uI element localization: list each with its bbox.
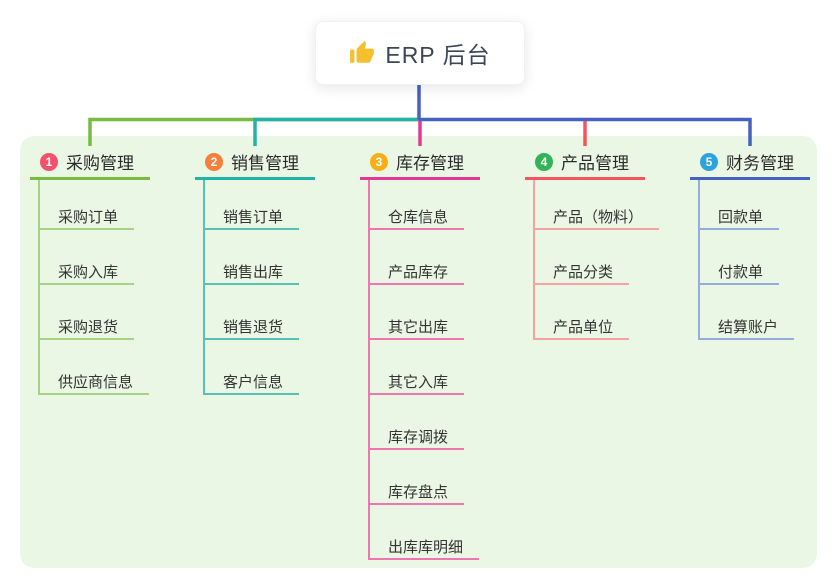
child-node[interactable]: 采购订单 (38, 204, 135, 230)
branch-header[interactable]: 1 采购管理 (30, 146, 150, 180)
child-label: 库存盘点 (388, 483, 449, 501)
child-label: 客户信息 (223, 373, 284, 391)
branch-header[interactable]: 5 财务管理 (690, 146, 810, 180)
branch-trunk-line (698, 180, 700, 340)
branch-label: 产品管理 (561, 154, 629, 173)
branch-trunk-line (533, 180, 535, 340)
child-node[interactable]: 付款单 (698, 259, 780, 285)
child-label: 产品单位 (553, 318, 614, 336)
child-node[interactable]: 库存盘点 (368, 479, 465, 505)
branch-header[interactable]: 3 库存管理 (360, 146, 480, 180)
branch-number-badge: 2 (205, 152, 223, 171)
child-label: 仓库信息 (388, 208, 449, 226)
child-node[interactable]: 出库库明细 (368, 534, 480, 560)
branch-number-badge: 4 (535, 152, 553, 171)
child-node[interactable]: 产品单位 (533, 314, 630, 340)
branch-label: 财务管理 (726, 154, 794, 173)
child-node[interactable]: 产品分类 (533, 259, 630, 285)
child-node[interactable]: 客户信息 (203, 369, 300, 395)
child-node[interactable]: 销售出库 (203, 259, 300, 285)
child-label: 采购订单 (58, 208, 119, 226)
child-label: 其它入库 (388, 373, 449, 391)
branch-number-badge: 1 (40, 152, 58, 171)
child-node[interactable]: 库存调拨 (368, 424, 465, 450)
branch-label: 采购管理 (66, 154, 134, 173)
branch-number-badge: 5 (700, 152, 718, 171)
child-label: 产品分类 (553, 263, 614, 281)
child-label: 销售退货 (223, 318, 284, 336)
child-label: 供应商信息 (58, 373, 134, 391)
child-label: 结算账户 (718, 318, 779, 336)
child-node[interactable]: 采购入库 (38, 259, 135, 285)
child-label: 采购入库 (58, 263, 119, 281)
child-label: 采购退货 (58, 318, 119, 336)
child-node[interactable]: 销售订单 (203, 204, 300, 230)
child-label: 销售订单 (223, 208, 284, 226)
child-node[interactable]: 采购退货 (38, 314, 135, 340)
child-node[interactable]: 回款单 (698, 204, 780, 230)
child-label: 付款单 (718, 263, 764, 281)
branch-header[interactable]: 4 产品管理 (525, 146, 645, 180)
branches-panel (20, 136, 817, 568)
branch-number-badge: 3 (370, 152, 388, 171)
child-node[interactable]: 产品库存 (368, 259, 465, 285)
child-label: 出库库明细 (388, 538, 464, 556)
child-node[interactable]: 仓库信息 (368, 204, 465, 230)
branch-label: 销售管理 (231, 154, 299, 173)
root-label: ERP 后台 (385, 42, 491, 68)
child-node[interactable]: 其它出库 (368, 314, 465, 340)
child-node[interactable]: 供应商信息 (38, 369, 150, 395)
child-node[interactable]: 产品（物料） (533, 204, 660, 230)
thumbs-up-icon (350, 41, 375, 63)
child-label: 库存调拨 (388, 428, 449, 446)
branch-trunk-line (203, 180, 205, 395)
root-node[interactable]: ERP 后台 (315, 21, 525, 85)
branch-trunk-line (368, 180, 370, 560)
child-node[interactable]: 结算账户 (698, 314, 795, 340)
branch-header[interactable]: 2 销售管理 (195, 146, 315, 180)
child-label: 销售出库 (223, 263, 284, 281)
child-node[interactable]: 销售退货 (203, 314, 300, 340)
child-label: 产品（物料） (553, 208, 644, 226)
child-label: 回款单 (718, 208, 764, 226)
child-label: 产品库存 (388, 263, 449, 281)
branch-trunk-line (38, 180, 40, 395)
child-label: 其它出库 (388, 318, 449, 336)
branch-label: 库存管理 (396, 154, 464, 173)
child-node[interactable]: 其它入库 (368, 369, 465, 395)
